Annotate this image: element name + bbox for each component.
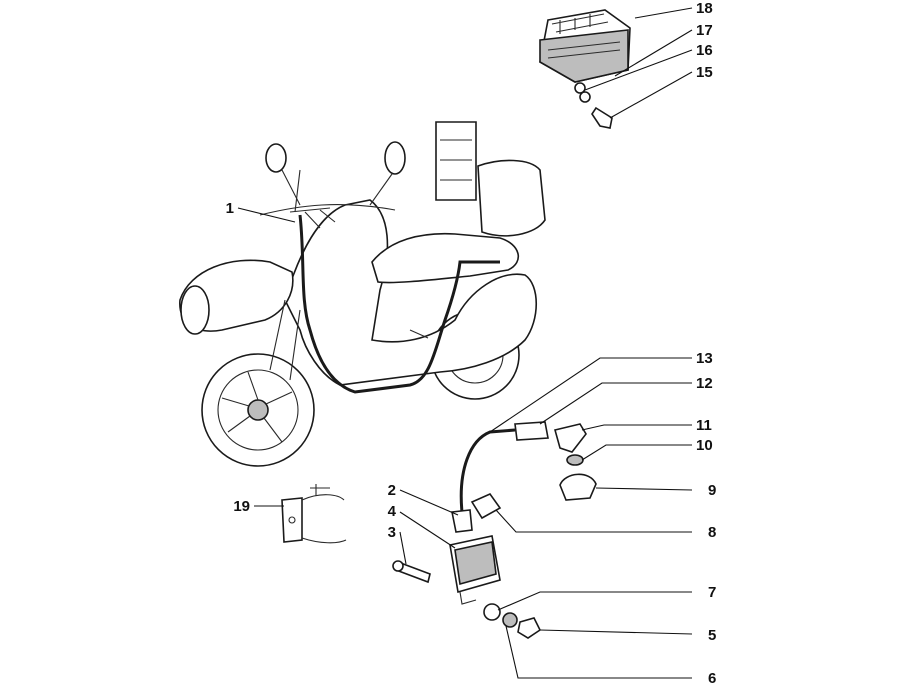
ignition-coil-assembly — [392, 421, 597, 639]
callout-18: 18 — [696, 0, 713, 17]
callout-3: 3 — [388, 524, 396, 541]
scooter-drawing — [179, 121, 546, 467]
bracket-19 — [281, 484, 347, 544]
callout-11: 11 — [696, 417, 712, 434]
callout-17: 17 — [696, 22, 713, 39]
callout-13: 13 — [696, 350, 713, 367]
callout-labels: 1 2 3 4 5 6 7 8 9 10 11 12 13 15 16 17 1… — [226, 0, 717, 687]
callout-7: 7 — [708, 584, 716, 601]
leader-lines — [237, 7, 693, 679]
control-unit-assembly — [539, 9, 631, 129]
scooter-seat — [371, 232, 520, 284]
callout-12: 12 — [696, 375, 713, 392]
callout-9: 9 — [708, 482, 716, 499]
callout-19: 19 — [233, 498, 250, 515]
callout-5: 5 — [708, 627, 716, 644]
callout-15: 15 — [696, 64, 713, 81]
wiring-harness — [298, 214, 500, 394]
callout-2: 2 — [388, 482, 396, 499]
front-wheel — [201, 353, 315, 467]
callout-4: 4 — [388, 503, 397, 520]
callout-16: 16 — [696, 42, 713, 59]
callout-6: 6 — [708, 670, 716, 687]
scooter-body — [284, 199, 537, 386]
callout-8: 8 — [708, 524, 716, 541]
callout-1: 1 — [226, 200, 234, 217]
callout-10: 10 — [696, 437, 713, 454]
